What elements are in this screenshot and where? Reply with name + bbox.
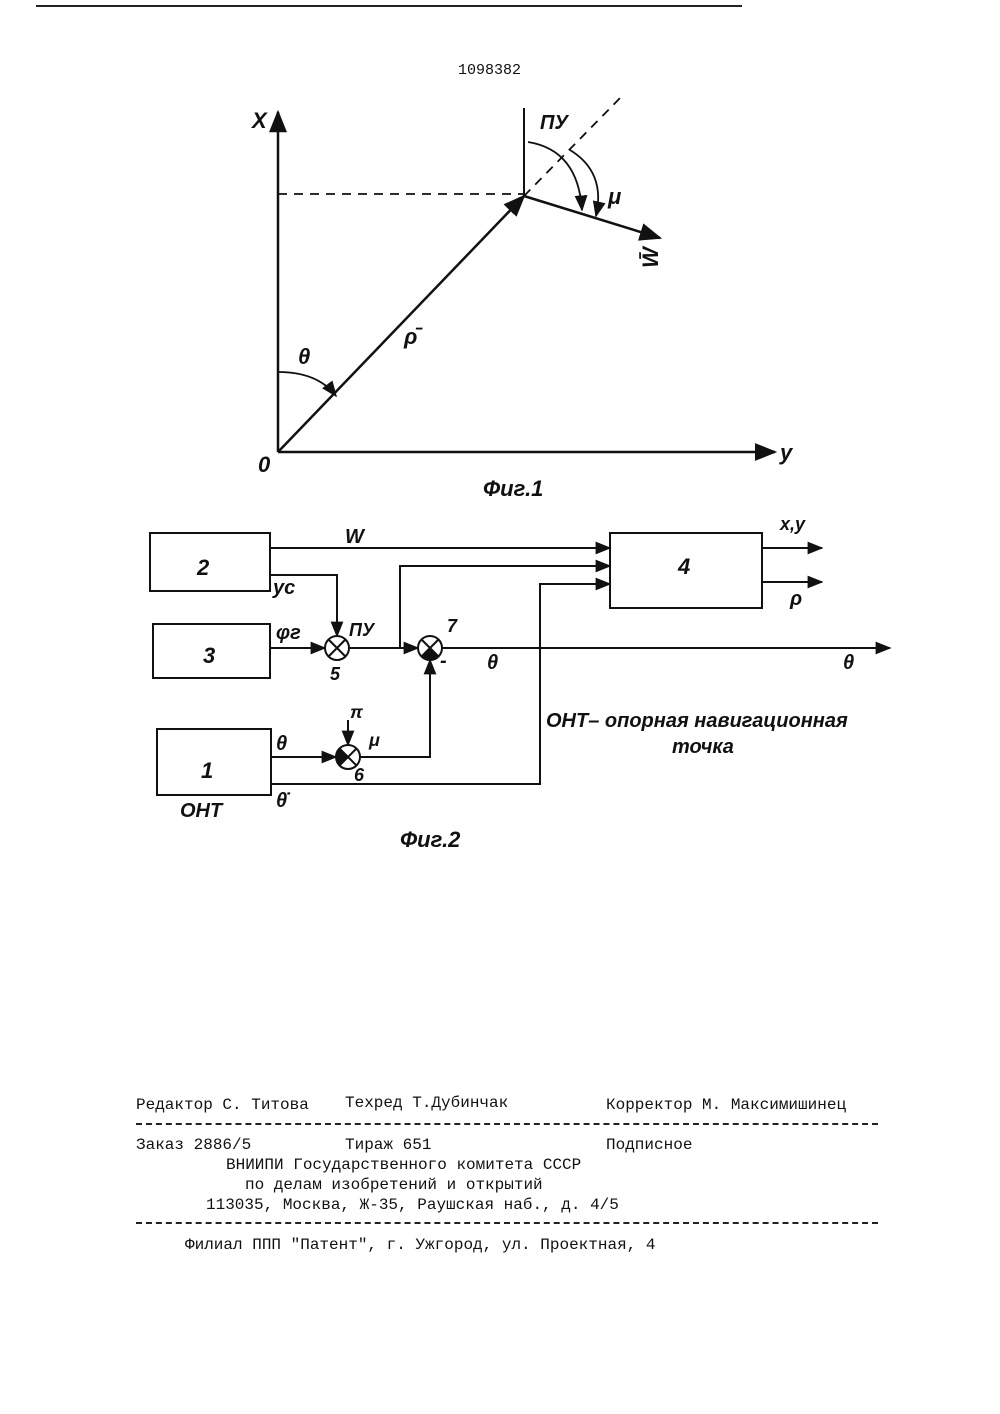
rho-output-label: ρ [790,588,802,611]
minus-sign: - [440,650,447,673]
theta-end-label: θ [843,652,854,675]
xy-output-label: x,y [780,514,805,535]
node-7-label: 7 [447,616,457,637]
yc-signal-label: yc [273,577,295,600]
pi-label: π [350,702,363,723]
block-3-number: 3 [203,643,215,669]
footer-divider-1 [136,1123,878,1125]
psi-signal-label: φг [276,622,301,645]
figure-2-caption: Фиг.2 [400,827,460,853]
block-1 [157,729,271,795]
organization-line-2: по делам изобретений и открытий [245,1176,543,1194]
block-1-label: ОНТ [180,800,222,823]
mu-signal-label: μ [369,730,380,751]
block-2-number: 2 [197,555,209,581]
legend-line-1: ОНТ– опорная навигационная [546,710,848,733]
editor-credit: Редактор С. Титова [136,1096,309,1114]
corrector-credit: Корректор М. Максимишинец [606,1096,846,1114]
node-5-label: 5 [330,664,340,685]
theta-dot-line [271,584,610,784]
pu-signal-label: ПУ [349,620,374,641]
block-2 [150,533,270,591]
summing-node-7 [418,636,442,660]
order-number: Заказ 2886/5 [136,1136,251,1154]
w-signal-label: W [345,526,364,549]
block-4-number: 4 [678,554,690,580]
block-1-number: 1 [201,758,213,784]
theta-dot-label: θ̇ [276,790,287,813]
subscription: Подписное [606,1136,692,1154]
circulation: Тираж 651 [345,1136,431,1154]
branch-address: Филиал ППП "Патент", г. Ужгород, ул. Про… [185,1236,655,1254]
organization-address: 113035, Москва, Ж-35, Раушская наб., д. … [206,1196,619,1214]
legend-line-2: точка [672,736,734,759]
summing-node-5 [325,636,349,660]
theta-output-label: θ [487,652,498,675]
techred-credit: Техред Т.Дубинчак [345,1094,508,1112]
theta-block1-label: θ [276,733,287,756]
organization-line-1: ВНИИПИ Государственного комитета СССР [226,1156,581,1174]
node-6-label: 6 [354,765,364,786]
footer-divider-2 [136,1222,878,1224]
